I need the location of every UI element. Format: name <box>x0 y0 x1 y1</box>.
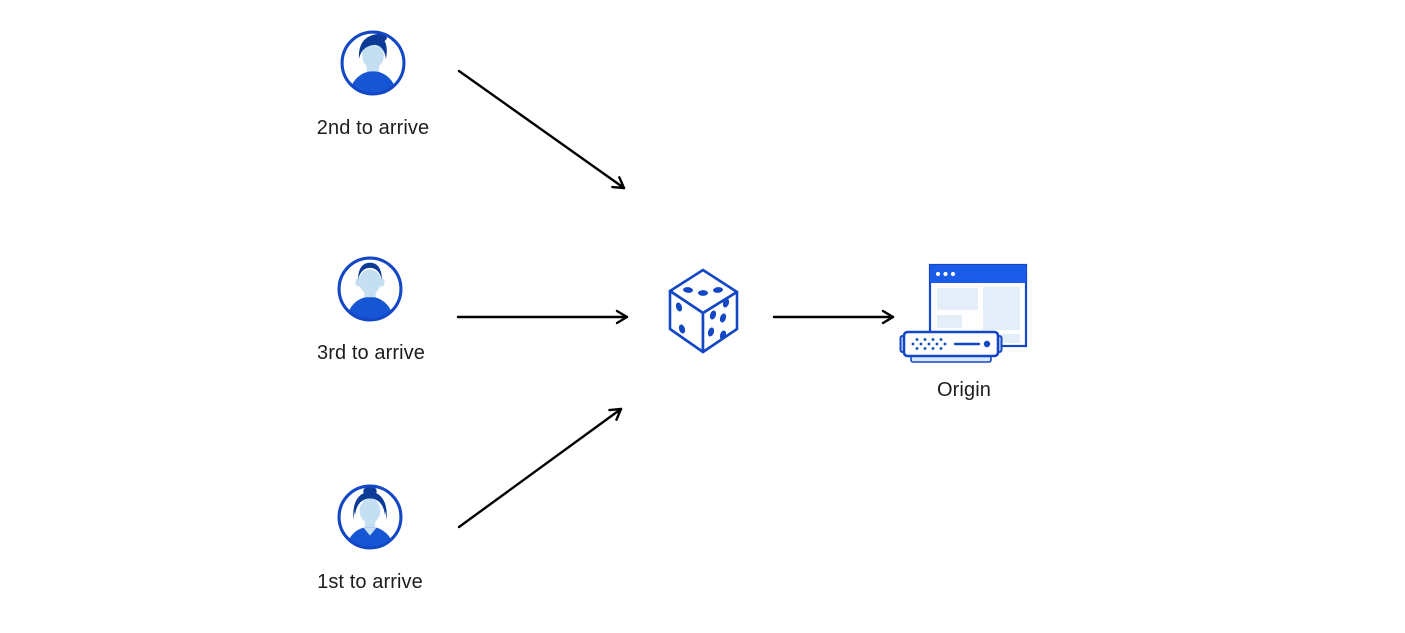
user-avatar-male-quiff-icon <box>340 30 406 96</box>
node-visitor-1st: 1st to arrive <box>317 484 423 593</box>
node-label-visitor-2nd: 2nd to arrive <box>316 117 430 139</box>
node-visitor-3rd: 3rd to arrive <box>317 256 425 364</box>
user-avatar-male-short-hair-icon <box>337 256 403 322</box>
dice-icon <box>668 268 739 354</box>
node-visitor-2nd: 2nd to arrive <box>317 30 429 139</box>
user-avatar-female-bun-icon <box>337 484 403 550</box>
node-label-visitor-3rd: 3rd to arrive <box>316 342 425 364</box>
arrow-visitor1-to-dice <box>457 407 623 529</box>
node-label-visitor-1st: 1st to arrive <box>317 571 423 593</box>
arrow-visitor2-to-dice <box>457 69 626 190</box>
node-origin: Origin <box>896 258 1032 401</box>
node-randomizer <box>668 266 740 359</box>
origin-server-browser-icon <box>899 263 1028 363</box>
server-icon <box>899 330 1003 363</box>
node-label-origin: Origin <box>937 379 991 401</box>
